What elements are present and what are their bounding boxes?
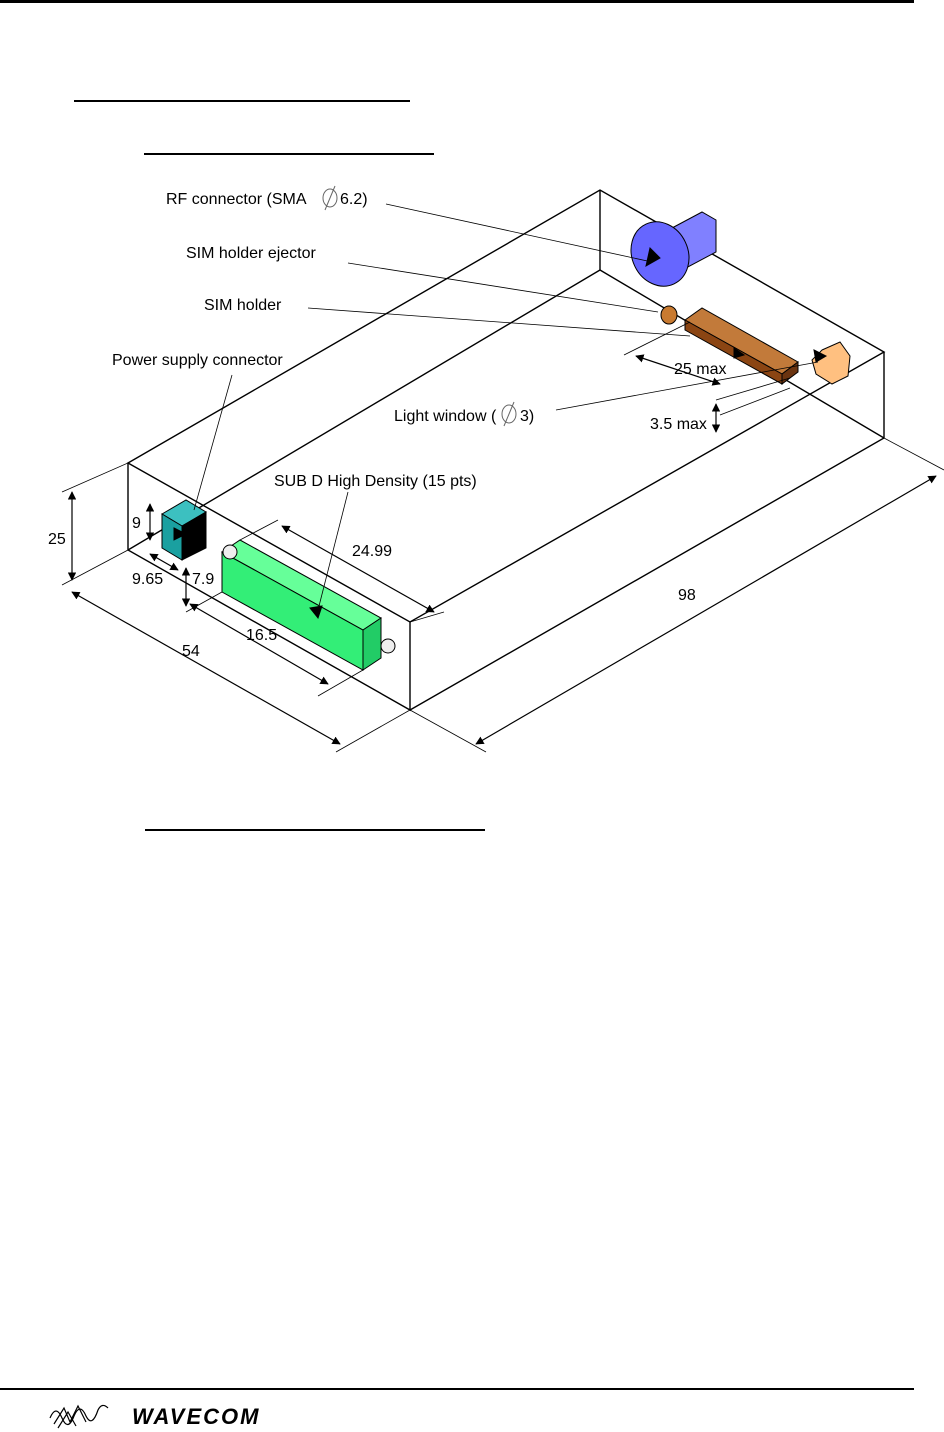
dim-length-arrow (476, 476, 936, 744)
diameter-symbols (323, 186, 516, 426)
label-power-connector: Power supply connector (112, 352, 283, 369)
enclosure-box (128, 190, 884, 710)
dim-subd-height: 16.5 (246, 627, 277, 644)
dim-power-offset: 7.9 (192, 571, 214, 588)
label-subd: SUB D High Density (15 pts) (274, 473, 477, 490)
label-sim-ejector: SIM holder ejector (186, 245, 317, 262)
rf-connector (621, 212, 716, 296)
power-supply-connector (162, 500, 206, 560)
leader-lines (62, 204, 944, 752)
label-sim-holder: SIM holder (204, 297, 282, 314)
dim-sim-depth: 3.5 max (650, 416, 707, 433)
box-right-face (410, 352, 884, 710)
sim-ejector (661, 306, 677, 324)
label-rf-connector: RF connector (SMA (166, 191, 307, 208)
dim-sim-length: 25 max (674, 361, 726, 378)
label-light-window: Light window ( (394, 408, 497, 425)
dim-width: 54 (182, 643, 200, 660)
dim-height: 25 (48, 531, 66, 548)
light-window (812, 342, 850, 384)
dim-length: 98 (678, 587, 696, 604)
wavecom-logo-icon (48, 1398, 110, 1432)
label-rf-connector-dim: 6.2) (340, 191, 368, 208)
dimension-drawing: RF connector (SMA 6.2) SIM holder ejecto… (0, 0, 944, 1380)
dim-power-width-arrow (150, 554, 178, 570)
dim-power-height: 9 (132, 515, 141, 532)
footer-brand: WAVECOM (132, 1404, 260, 1430)
dim-subd-length: 24.99 (352, 543, 392, 560)
dim-power-width: 9.65 (132, 571, 163, 588)
footer-rule (0, 1388, 914, 1390)
label-light-window-dim: 3) (520, 408, 534, 425)
